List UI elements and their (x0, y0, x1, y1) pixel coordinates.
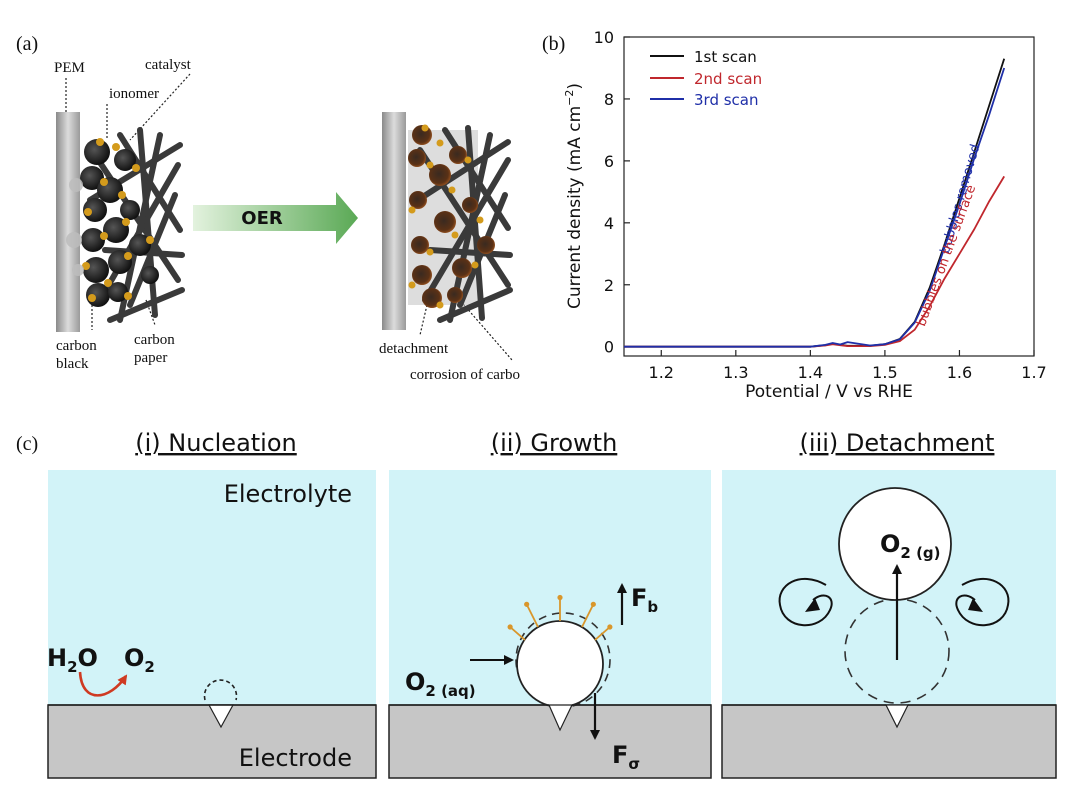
y-tick-label: 4 (604, 214, 614, 233)
subpanel-detachment: O2 (g) (721, 470, 1057, 779)
title-growth: (ii) Growth (491, 429, 618, 457)
panel-a: (a) PEM ionomer catalyst (16, 33, 520, 383)
panel-b-letter: (b) (542, 33, 565, 55)
x-tick-label: 1.2 (649, 363, 674, 382)
y-tick-label: 6 (604, 152, 614, 171)
y-tick-label: 2 (604, 276, 614, 295)
x-tick-label: 1.7 (1021, 363, 1046, 382)
x-axis-label: Potential / V vs RHE (745, 382, 913, 402)
fsigma-label: Fσ (612, 741, 640, 773)
series-line-3 (624, 67, 1006, 348)
electrode-before (56, 112, 185, 332)
legend-label-1: 1st scan (694, 48, 757, 66)
x-tick-label: 1.3 (723, 363, 748, 382)
electrode-after (382, 112, 513, 330)
title-nucleation: (i) Nucleation (135, 429, 297, 457)
oer-label: OER (241, 208, 283, 229)
fb-label: Fb (631, 584, 658, 616)
legend-item-3: 3rd scan (650, 91, 759, 109)
oer-arrow: OER (193, 192, 358, 244)
y-axis: 0 2 4 6 8 10 (594, 28, 630, 357)
plot-frame (623, 36, 1035, 357)
panel-c: (c) (i) Nucleation (ii) Growth (iii) Det… (16, 429, 1057, 779)
pem-label: PEM (54, 60, 85, 76)
panel-b: (b) 1.2 1.3 1.4 1.5 1.6 1.7 0 2 4 6 8 10 Potential… (542, 28, 1047, 402)
vortex-right (955, 578, 1010, 627)
electrode-label: Electrode (239, 744, 352, 772)
legend-label-2: 2nd scan (694, 70, 762, 88)
o2-label: O2 (124, 644, 155, 676)
h2o-label: H2O (47, 644, 98, 676)
x-tick-label: 1.4 (798, 363, 823, 382)
y-axis-label: Current density (mA cm−2) (563, 83, 585, 309)
legend-label-3: 3rd scan (694, 91, 759, 109)
panel-a-letter: (a) (16, 33, 38, 55)
carbon-black-label-2: black (56, 356, 89, 372)
catalyst-label: catalyst (145, 57, 192, 73)
x-tick-label: 1.6 (947, 363, 972, 382)
ionomer-label: ionomer (109, 86, 159, 102)
x-tick-label: 1.5 (872, 363, 897, 382)
electrolyte-label: Electrolyte (224, 480, 352, 508)
annotation-bubbles-surface: bubbles on the surface (914, 183, 979, 328)
x-axis: 1.2 1.3 1.4 1.5 1.6 1.7 (649, 350, 1047, 382)
carbon-paper-label-2: paper (134, 350, 167, 366)
legend-item-2: 2nd scan (650, 70, 762, 88)
y-tick-label: 0 (604, 338, 614, 357)
series-line-1 (624, 58, 1006, 348)
vortex-left (778, 578, 833, 627)
y-tick-label: 8 (604, 90, 614, 109)
series-lines (624, 58, 1006, 348)
subpanel-growth: Fb Fσ O2 (aq) (388, 470, 712, 779)
legend: 1st scan 2nd scan 3rd scan (650, 48, 762, 109)
detachment-label: detachment (379, 341, 449, 357)
legend-item-1: 1st scan (650, 48, 757, 66)
carbon-paper-label-1: carbon (134, 332, 175, 348)
corrosion-label: corrosion of carbo (410, 367, 520, 383)
y-tick-label: 10 (594, 28, 614, 47)
reaction-arrow (78, 671, 128, 697)
panel-c-letter: (c) (16, 433, 38, 455)
o2-aq-label: O2 (aq) (405, 668, 476, 700)
subpanel-nucleation: Electrolyte Electrode H2O O2 (47, 470, 377, 779)
o2-g-label: O2 (g) (880, 530, 941, 562)
title-detachment: (iii) Detachment (800, 429, 995, 457)
carbon-black-label-1: carbon (56, 338, 97, 354)
